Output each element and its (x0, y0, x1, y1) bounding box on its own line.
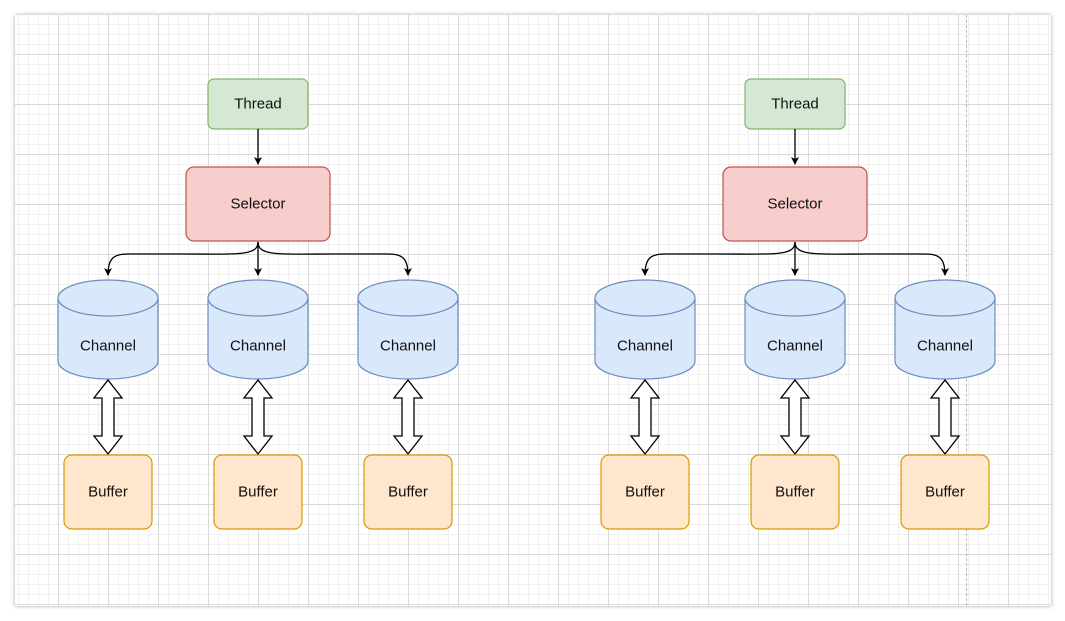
selector-box (185, 166, 331, 242)
channel-cylinder-body (357, 279, 459, 380)
channel-label: Channel (917, 338, 973, 355)
channel-cylinder-rim (357, 297, 459, 317)
channel-buffer-double-arrow (779, 378, 811, 456)
selector-label: Selector (767, 196, 822, 213)
channel-node[interactable]: Channel (357, 279, 459, 380)
buffer-label: Buffer (388, 484, 428, 501)
buffer-node[interactable]: Buffer (600, 454, 690, 530)
buffer-label: Buffer (625, 484, 665, 501)
buffer-box (363, 454, 453, 530)
selector-node[interactable]: Selector (185, 166, 331, 242)
selector-to-channel-arrow (794, 241, 949, 276)
channel-node[interactable]: Channel (57, 279, 159, 380)
channel-cylinder-rim (207, 297, 309, 317)
selector-to-channel-arrow (257, 241, 412, 276)
buffer-label: Buffer (925, 484, 965, 501)
channel-label: Channel (230, 338, 286, 355)
buffer-label: Buffer (238, 484, 278, 501)
channel-node[interactable]: Channel (207, 279, 309, 380)
selector-to-channel-arrow (104, 241, 259, 276)
channel-label: Channel (80, 338, 136, 355)
channel-label: Channel (380, 338, 436, 355)
channel-label: Channel (767, 338, 823, 355)
channel-cylinder-rim (744, 297, 846, 317)
buffer-box (213, 454, 303, 530)
thread-label: Thread (771, 96, 819, 113)
channel-buffer-double-arrow (92, 378, 124, 456)
channel-label: Channel (617, 338, 673, 355)
channel-node[interactable]: Channel (594, 279, 696, 380)
thread-node[interactable]: Thread (207, 78, 309, 130)
channel-cylinder-body (894, 279, 996, 380)
channel-node[interactable]: Channel (744, 279, 846, 380)
channel-cylinder-body (744, 279, 846, 380)
channel-cylinder-rim (594, 297, 696, 317)
channel-cylinder-rim (894, 297, 996, 317)
channel-cylinder-body (57, 279, 159, 380)
buffer-node[interactable]: Buffer (750, 454, 840, 530)
thread-label: Thread (234, 96, 282, 113)
buffer-node[interactable]: Buffer (363, 454, 453, 530)
buffer-box (900, 454, 990, 530)
channel-cylinder-rim (57, 297, 159, 317)
channel-cylinder-body (207, 279, 309, 380)
thread-node[interactable]: Thread (744, 78, 846, 130)
buffer-box (750, 454, 840, 530)
buffer-label: Buffer (88, 484, 128, 501)
channel-node[interactable]: Channel (894, 279, 996, 380)
channel-buffer-double-arrow (929, 378, 961, 456)
buffer-node[interactable]: Buffer (900, 454, 990, 530)
selector-label: Selector (230, 196, 285, 213)
buffer-label: Buffer (775, 484, 815, 501)
buffer-node[interactable]: Buffer (213, 454, 303, 530)
buffer-box (600, 454, 690, 530)
channel-buffer-double-arrow (629, 378, 661, 456)
selector-to-channel-arrow (641, 241, 796, 276)
buffer-box (63, 454, 153, 530)
buffer-node[interactable]: Buffer (63, 454, 153, 530)
channel-cylinder-body (594, 279, 696, 380)
channel-buffer-double-arrow (392, 378, 424, 456)
selector-box (722, 166, 868, 242)
selector-node[interactable]: Selector (722, 166, 868, 242)
grid-canvas (15, 15, 1051, 606)
channel-buffer-double-arrow (242, 378, 274, 456)
